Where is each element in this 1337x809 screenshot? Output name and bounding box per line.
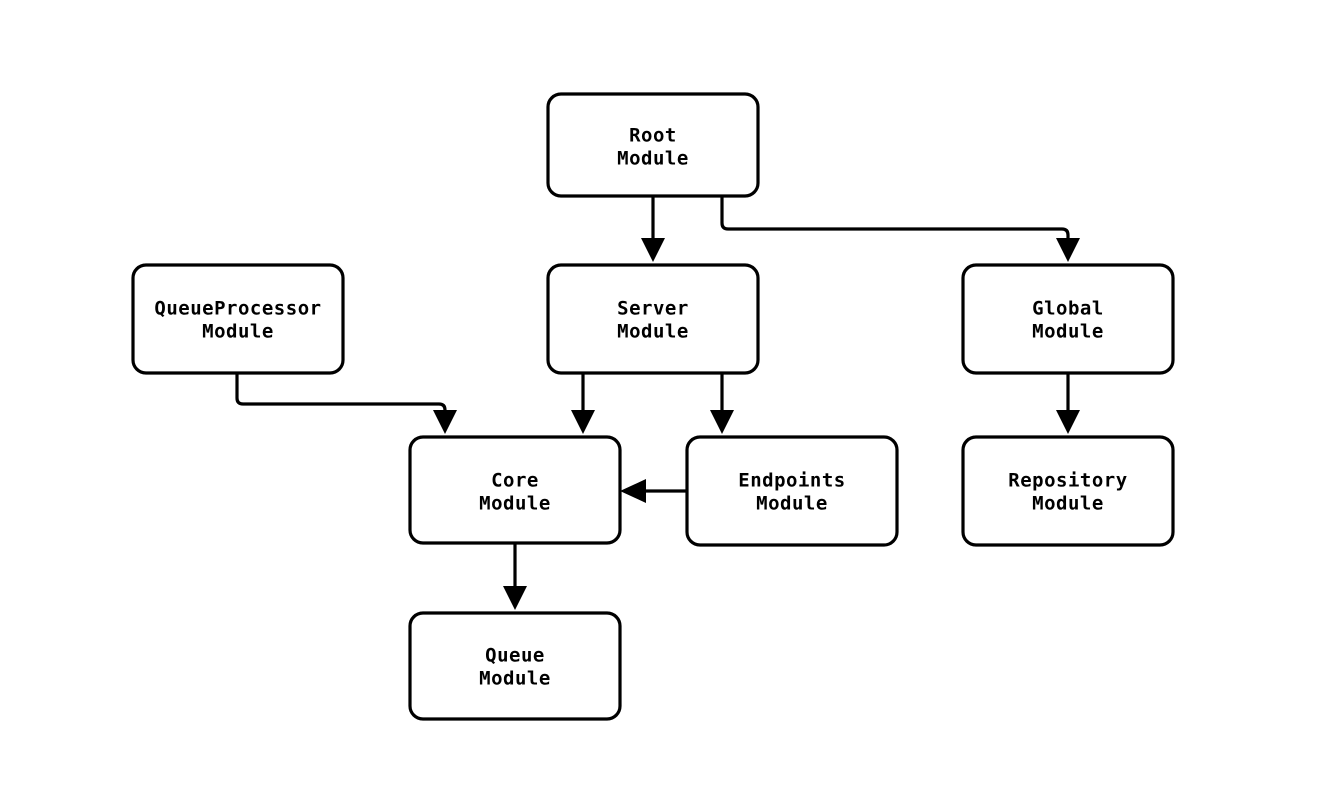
edge-queueprocessor-to-core (235, 373, 457, 434)
node-root-module-box[interactable] (546, 92, 760, 198)
node-root-module-label-line2: Module (617, 148, 689, 170)
edge-root-to-global (720, 196, 1080, 262)
node-core-module-box[interactable] (408, 435, 622, 545)
node-global-module[interactable]: Global Module (961, 263, 1175, 375)
node-endpoints-module-label-line2: Module (756, 493, 828, 515)
edge-global-to-repository (1056, 373, 1080, 434)
node-global-module-label-line1: Global (1032, 298, 1104, 320)
edge-server-to-endpoints (710, 373, 734, 434)
edge-root-to-server-arrowhead (641, 238, 665, 262)
edge-queueprocessor-to-core-line (235, 373, 447, 415)
edge-global-to-repository-arrowhead (1056, 410, 1080, 434)
node-repository-module-box[interactable] (961, 435, 1175, 547)
node-server-module[interactable]: Server Module (546, 263, 760, 375)
edge-endpoints-to-core-arrowhead (620, 479, 646, 503)
edge-queueprocessor-to-core-arrowhead (433, 410, 457, 434)
node-core-module[interactable]: Core Module (408, 435, 622, 545)
node-endpoints-module-box[interactable] (685, 435, 899, 547)
node-repository-module-label-line2: Module (1032, 493, 1104, 515)
node-queueprocessor-module-box[interactable] (131, 263, 345, 375)
edge-core-to-queue (503, 543, 527, 610)
node-core-module-label-line2: Module (479, 493, 551, 515)
node-queue-module-label-line1: Queue (485, 645, 545, 667)
edge-root-to-server (641, 196, 665, 262)
edge-core-to-queue-arrowhead (503, 586, 527, 610)
node-layer: Root Module QueueProcessor Module Server… (131, 92, 1175, 721)
edge-endpoints-to-core (620, 479, 687, 503)
node-queueprocessor-module-label-line1: QueueProcessor (154, 298, 321, 320)
node-root-module[interactable]: Root Module (546, 92, 760, 198)
edge-layer (235, 196, 1080, 610)
edge-server-to-core-arrowhead (571, 410, 595, 434)
node-queueprocessor-module[interactable]: QueueProcessor Module (131, 263, 345, 375)
edge-server-to-endpoints-arrowhead (710, 410, 734, 434)
node-queueprocessor-module-label-line2: Module (202, 321, 274, 343)
node-repository-module-label-line1: Repository (1008, 470, 1127, 492)
node-global-module-label-line2: Module (1032, 321, 1104, 343)
node-server-module-box[interactable] (546, 263, 760, 375)
edge-root-to-global-line (720, 196, 1070, 243)
edge-root-to-global-arrowhead (1056, 238, 1080, 262)
node-queue-module-box[interactable] (408, 611, 622, 721)
node-root-module-label-line1: Root (629, 125, 677, 147)
node-queue-module-label-line2: Module (479, 668, 551, 690)
node-global-module-box[interactable] (961, 263, 1175, 375)
node-repository-module[interactable]: Repository Module (961, 435, 1175, 547)
node-endpoints-module-label-line1: Endpoints (738, 470, 845, 492)
edge-server-to-core (571, 373, 595, 434)
node-core-module-label-line1: Core (491, 470, 539, 492)
node-server-module-label-line1: Server (617, 298, 689, 320)
node-server-module-label-line2: Module (617, 321, 689, 343)
node-endpoints-module[interactable]: Endpoints Module (685, 435, 899, 547)
node-queue-module[interactable]: Queue Module (408, 611, 622, 721)
